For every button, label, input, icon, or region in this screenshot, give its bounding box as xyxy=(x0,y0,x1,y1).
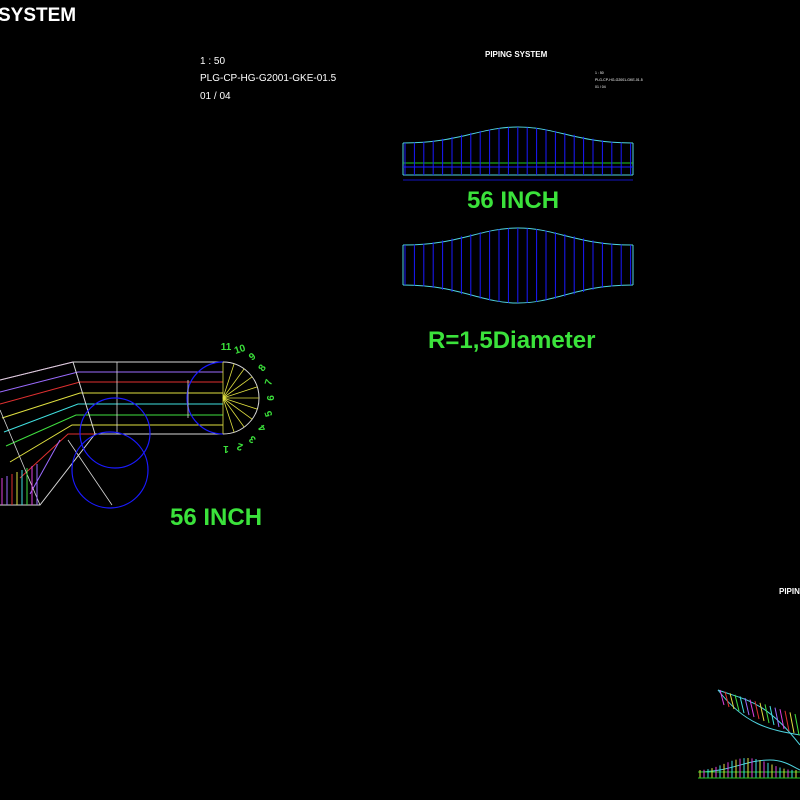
sheet-number: 01 / 04 xyxy=(200,91,231,102)
hatch-line xyxy=(744,697,750,716)
sheet2-sheet: 01 / 04 xyxy=(595,85,606,89)
arc-number-label: 10 xyxy=(233,343,247,357)
label-elbow: 56 INCH xyxy=(170,504,262,531)
hatch-line xyxy=(724,691,730,708)
hatch-line xyxy=(754,701,760,720)
hatch-line xyxy=(222,386,258,399)
arc-number-label: 9 xyxy=(247,351,258,363)
hatch-line xyxy=(222,363,235,399)
hatch-line xyxy=(222,397,258,410)
hatch-line xyxy=(222,397,253,420)
sheet3-partial-pattern xyxy=(697,689,800,779)
heading-partial: SYSTEM xyxy=(0,5,76,26)
pipe-development-middle xyxy=(402,227,634,304)
arc-number-label: 8 xyxy=(257,362,269,373)
hatch-line xyxy=(222,376,253,399)
arc-number-label: 3 xyxy=(247,432,258,444)
label-radius: R=1,5Diameter xyxy=(428,327,595,354)
hatch-line xyxy=(779,709,785,730)
hatch-line xyxy=(719,689,725,706)
arc-number-label: 2 xyxy=(235,440,244,452)
arc-number-label: 4 xyxy=(256,422,268,433)
hatch-line xyxy=(774,707,780,728)
elbow-pipe-drawing xyxy=(0,361,260,509)
hatch-line xyxy=(739,696,745,714)
hatch-line xyxy=(759,702,765,722)
hatch-line xyxy=(734,694,740,712)
hatch-line xyxy=(749,699,755,718)
hatch-line xyxy=(794,713,800,736)
arc-number-label: 1 xyxy=(223,443,229,454)
sheet2-drawing-number: PLG-CP-HG-G2001-GKE-01.5 xyxy=(595,78,643,82)
arc-number-label: 11 xyxy=(221,342,232,353)
sheet3-title-partial: PIPIN xyxy=(779,587,800,596)
drawing-number: PLG-CP-HG-G2001-GKE-01.5 xyxy=(200,73,337,84)
hatch-line xyxy=(222,397,245,428)
sheet2-scale: 1 : 50 xyxy=(595,71,604,75)
hatch-line xyxy=(222,397,235,433)
arc-number-label: 7 xyxy=(263,378,275,387)
sheet2-title: PIPING SYSTEM xyxy=(485,50,548,59)
arc-number-label: 6 xyxy=(266,395,277,401)
hatch-line xyxy=(784,710,790,732)
hatch-line xyxy=(789,712,795,734)
pipe-development-top xyxy=(402,126,634,181)
hatch-line xyxy=(729,693,735,710)
hatch-line xyxy=(769,705,775,726)
scale-label: 1 : 50 xyxy=(200,56,225,67)
hatch-line xyxy=(222,368,245,399)
hatch-line xyxy=(764,704,770,724)
arc-number-label: 5 xyxy=(263,409,275,418)
label-top-pipe: 56 INCH xyxy=(467,187,559,214)
